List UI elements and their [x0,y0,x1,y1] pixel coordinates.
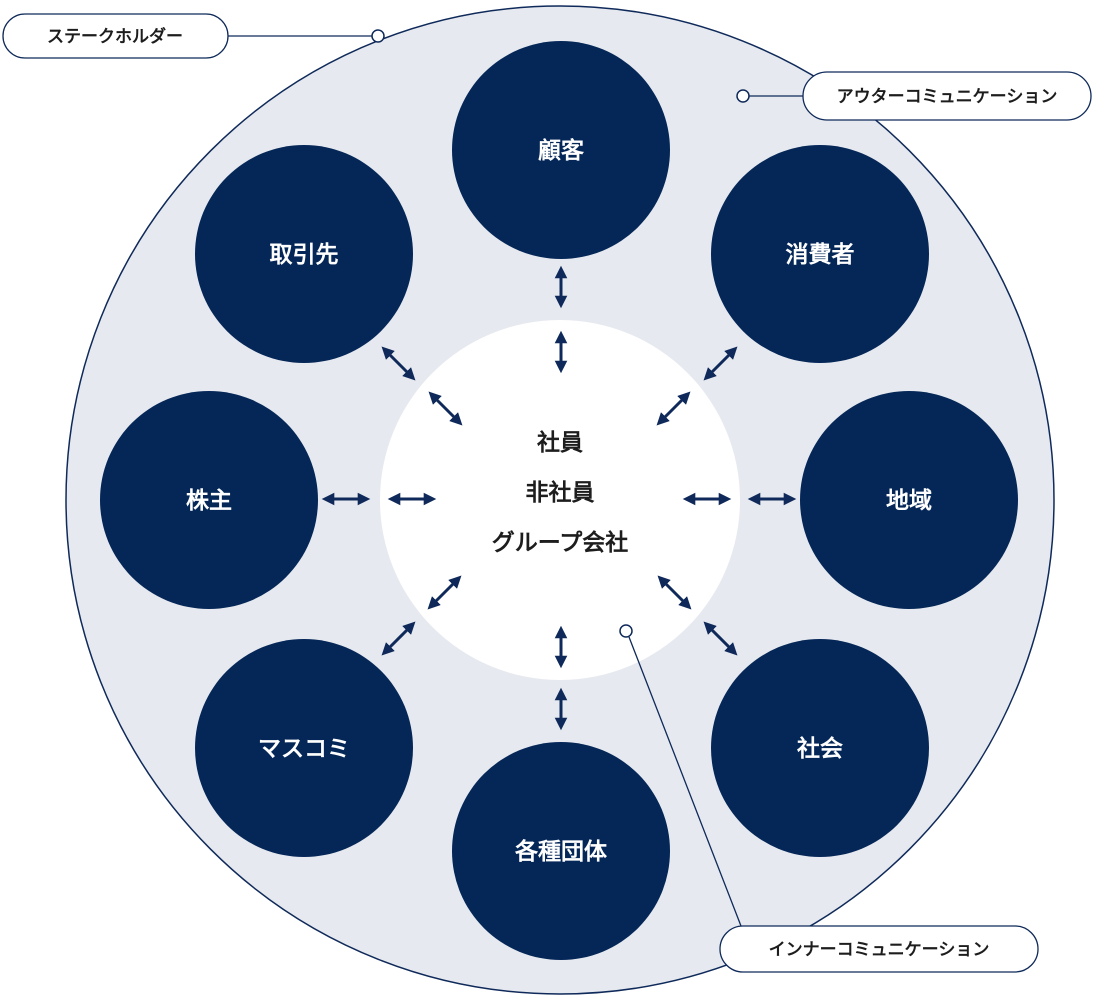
callout-stakeholder-label: ステークホルダー [47,26,183,47]
leader-inner [628,636,742,927]
node-circle [711,145,929,363]
callout-stakeholder: ステークホルダー [2,13,229,59]
arrows [321,265,797,731]
double-arrow-icon [657,575,692,610]
callout-inner-communication: インナーコミュニケーション [719,925,1039,973]
node-label: 取引先 [270,242,339,268]
double-arrow-icon [381,621,416,656]
node-circle [800,391,1018,609]
callout-pill [802,71,1092,121]
center-line-3: グループ会社 [492,529,629,556]
double-arrow-icon [428,391,463,426]
node-circle [195,639,413,857]
inner-communication-area [380,320,740,680]
node-chiiki: 地域 [800,391,1018,609]
callout-dot-icon [736,89,750,103]
center-group-label: 社員 非社員 グループ会社 [492,429,629,556]
node-kokyaku: 顧客 [452,41,670,259]
node-circle [452,742,670,960]
node-label: マスコミ [258,736,350,762]
double-arrow-icon [703,621,738,656]
center-line-1: 社員 [537,429,583,456]
double-arrow-icon [656,391,691,426]
callout-pill [2,13,229,59]
node-shakai: 社会 [711,639,929,857]
callout-dot-icon [619,624,633,638]
center-line-2: 非社員 [526,479,595,506]
double-arrow-icon [703,346,738,381]
node-torihikisaki: 取引先 [195,145,413,363]
node-shohisha: 消費者 [711,145,929,363]
callout-outer-communication: アウターコミュニケーション [802,71,1092,121]
node-circle [195,145,413,363]
node-kabunushi: 株主 [100,391,318,609]
callout-inner-label: インナーコミュニケーション [769,940,990,960]
callout-outer-label: アウターコミュニケーション [837,87,1058,107]
callout-pill [719,925,1039,973]
callout-leaders [228,35,803,927]
double-arrow-icon [381,346,416,381]
node-label: 消費者 [786,242,855,268]
double-arrow-icon [427,575,462,610]
node-label: 株主 [186,488,232,514]
node-masukomi: マスコミ [195,639,413,857]
node-label: 地域 [886,487,932,514]
callout-dots [371,29,750,638]
node-label: 各種団体 [514,838,608,865]
node-kakushu-dantai: 各種団体 [452,742,670,960]
node-circle [100,391,318,609]
node-circle [711,639,929,857]
node-label: 社会 [797,735,843,762]
node-label: 顧客 [538,137,585,164]
node-circle [452,41,670,259]
callout-dot-icon [371,29,385,43]
